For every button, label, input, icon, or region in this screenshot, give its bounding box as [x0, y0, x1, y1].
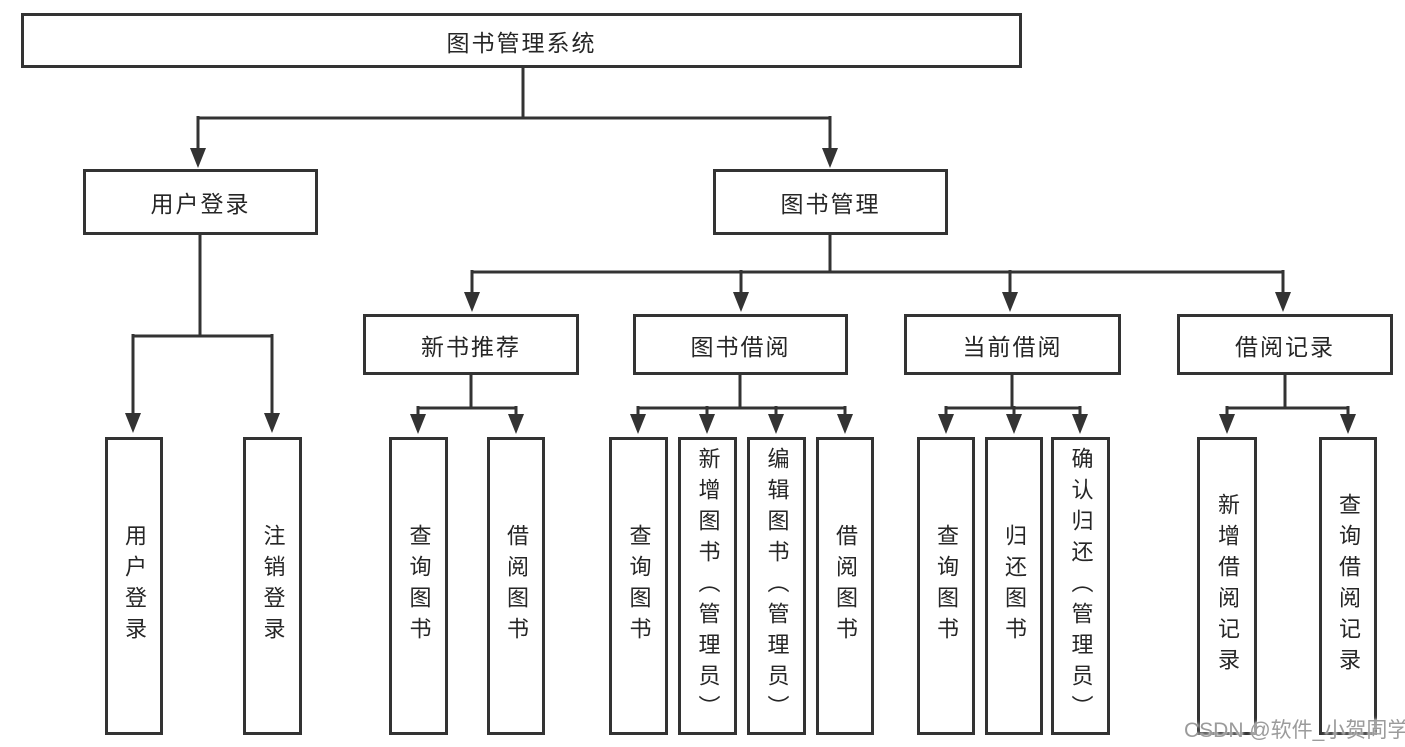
- arrow-down-icon: [1340, 414, 1356, 434]
- node-new-books-label: 新书推荐: [421, 333, 521, 360]
- leaf-user-login-label: 用户登录: [122, 524, 147, 648]
- arrow-down-icon: [410, 414, 426, 434]
- arrow-down-icon: [264, 413, 280, 433]
- leaf-borrow-add: 新增图书（管理员）: [678, 437, 737, 735]
- leaf-current-confirm: 确认归还（管理员）: [1051, 437, 1110, 735]
- leaf-current-search-label: 查询图书: [934, 524, 959, 648]
- node-new-books: 新书推荐: [363, 314, 579, 375]
- arrow-down-icon: [125, 413, 141, 433]
- arrowheads: [125, 148, 1356, 434]
- arrow-down-icon: [733, 292, 749, 312]
- arrow-down-icon: [1219, 414, 1235, 434]
- arrow-down-icon: [822, 148, 838, 168]
- node-root: 图书管理系统: [21, 13, 1022, 68]
- node-current-borrow: 当前借阅: [904, 314, 1121, 375]
- arrow-down-icon: [464, 292, 480, 312]
- arrow-down-icon: [1002, 292, 1018, 312]
- leaf-newbooks-borrow: 借阅图书: [487, 437, 545, 735]
- arrow-down-icon: [1006, 414, 1022, 434]
- node-borrow-records-label: 借阅记录: [1235, 333, 1335, 360]
- leaf-borrow-borrow: 借阅图书: [816, 437, 874, 735]
- node-book-borrow-label: 图书借阅: [690, 333, 791, 360]
- csdn-watermark: CSDN @软件_小贺同学: [1184, 719, 1405, 742]
- arrow-down-icon: [1072, 414, 1088, 434]
- node-borrow-records: 借阅记录: [1177, 314, 1393, 375]
- arrow-down-icon: [938, 414, 954, 434]
- node-book-mgmt: 图书管理: [713, 169, 948, 235]
- arrow-down-icon: [1275, 292, 1291, 312]
- leaf-newbooks-borrow-label: 借阅图书: [504, 524, 529, 648]
- leaf-current-return-label: 归还图书: [1002, 524, 1027, 648]
- arrow-down-icon: [837, 414, 853, 434]
- leaf-borrow-edit-label: 编辑图书（管理员）: [764, 446, 790, 726]
- leaf-borrow-search: 查询图书: [609, 437, 668, 735]
- leaf-current-return: 归还图书: [985, 437, 1043, 735]
- leaf-records-add: 新增借阅记录: [1197, 437, 1257, 735]
- leaf-records-add-label: 新增借阅记录: [1215, 493, 1240, 679]
- arrow-down-icon: [699, 414, 715, 434]
- node-book-borrow: 图书借阅: [633, 314, 848, 375]
- node-book-mgmt-label: 图书管理: [780, 191, 881, 217]
- node-current-borrow-label: 当前借阅: [962, 333, 1063, 360]
- leaf-current-search: 查询图书: [917, 437, 975, 735]
- leaf-records-search-label: 查询借阅记录: [1336, 493, 1361, 679]
- arrow-down-icon: [630, 414, 646, 434]
- node-root-label: 图书管理系统: [446, 29, 597, 56]
- leaf-borrow-add-label: 新增图书（管理员）: [695, 446, 721, 726]
- arrow-down-icon: [508, 414, 524, 434]
- leaf-borrow-edit: 编辑图书（管理员）: [747, 437, 806, 735]
- node-user-login-label: 用户登录: [150, 191, 251, 217]
- leaf-logout-label: 注销登录: [260, 524, 286, 648]
- leaf-borrow-search-label: 查询图书: [626, 524, 652, 648]
- node-user-login: 用户登录: [83, 169, 318, 235]
- leaf-current-confirm-label: 确认归还（管理员）: [1068, 446, 1094, 726]
- leaf-logout: 注销登录: [243, 437, 302, 735]
- leaf-newbooks-search: 查询图书: [389, 437, 448, 735]
- arrow-down-icon: [190, 148, 206, 168]
- leaf-records-search: 查询借阅记录: [1319, 437, 1377, 735]
- leaf-newbooks-search-label: 查询图书: [406, 524, 432, 648]
- arrow-down-icon: [768, 414, 784, 434]
- leaf-user-login: 用户登录: [105, 437, 163, 735]
- leaf-borrow-borrow-label: 借阅图书: [833, 524, 858, 648]
